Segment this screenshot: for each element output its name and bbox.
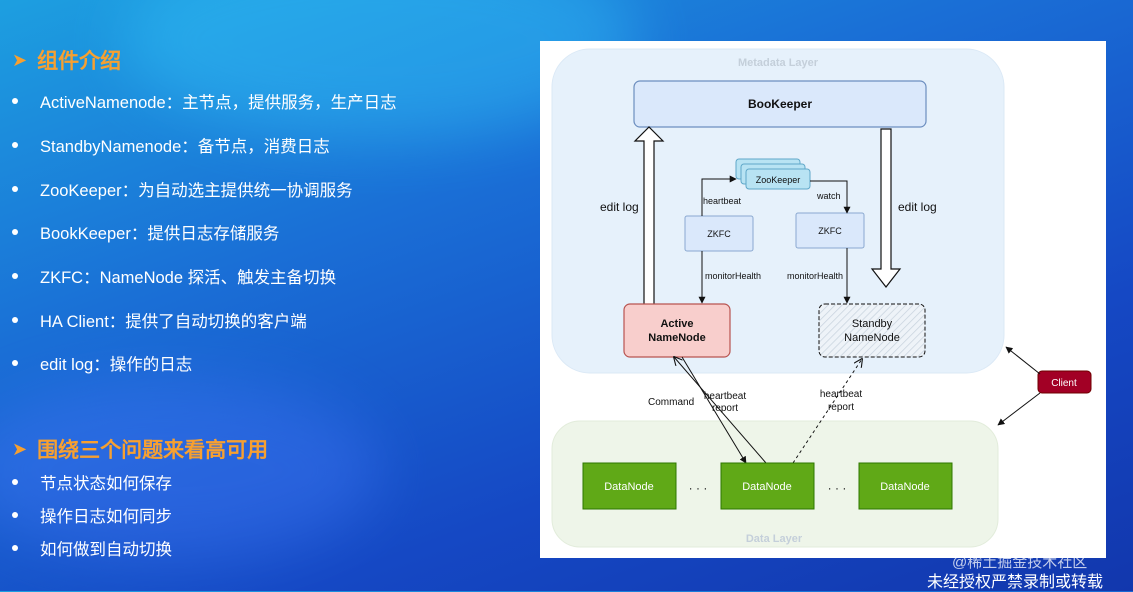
bullet-item: BookKeeper：提供日志存储服务 (12, 220, 279, 244)
command-arrow (681, 356, 747, 464)
data-layer-label: Data Layer (746, 533, 803, 545)
heartbeat-report-label-1: heartbeat (704, 391, 746, 402)
zkfc-right-box (795, 212, 865, 249)
bullet-item: StandbyNamenode：备节点，消费日志 (12, 133, 330, 157)
datanode-label-2: DataNode (742, 481, 792, 493)
heartbeat-report-arrow-active (674, 357, 767, 464)
bullet-item: 节点状态如何保存 (12, 470, 172, 494)
datanode-box-2 (720, 462, 815, 510)
bullet-item: 操作日志如何同步 (12, 503, 172, 527)
heartbeat-label: heartbeat (703, 196, 742, 206)
datanode-label-1: DataNode (604, 481, 654, 493)
standby-namenode-box (818, 303, 926, 358)
standby-namenode-label-2: NameNode (844, 332, 900, 344)
bookkeeper-label: BooKeeper (748, 97, 812, 111)
zkfc-left-label: ZKFC (707, 229, 731, 239)
monitor-health-label-right: monitorHealth (787, 271, 843, 281)
zookeeper-label: ZooKeeper (756, 175, 801, 185)
datanode-box-1 (582, 462, 677, 510)
client-arrow-down (997, 392, 1041, 426)
datanode-label-3: DataNode (880, 481, 930, 493)
edit-log-arrow-down (870, 128, 902, 288)
heartbeat-report-label-3: heartbeat (820, 389, 862, 400)
ellipsis-1: · · · (689, 481, 708, 495)
heartbeat-report-arrow-standby (792, 359, 862, 464)
heartbeat-arrow (701, 175, 737, 216)
command-label: Command (648, 397, 694, 408)
metadata-layer-label: Metadata Layer (738, 57, 819, 69)
left-panel: ➤ 组件介绍 ActiveNamenode：主节点，提供服务，生产日志 Stan… (0, 0, 540, 591)
heartbeat-report-label-2: report (712, 403, 738, 414)
copyright-notice: 未经授权严禁录制或转载 (926, 574, 1103, 591)
client-box (1037, 370, 1092, 394)
ha-architecture-diagram: Metadata Layer Data Layer BooKeeper edit… (540, 41, 1106, 558)
monitor-health-label-left: monitorHealth (705, 271, 761, 281)
bullet-item: ZKFC：NameNode 探活、触发主备切换 (12, 264, 336, 288)
edit-log-arrow-up (633, 126, 665, 308)
section-title-components: ➤ 组件介绍 (12, 49, 122, 74)
ellipsis-2: · · · (828, 481, 847, 495)
zkfc-left-box (684, 215, 754, 252)
section-title-ha-questions: ➤ 围绕三个问题来看高可用 (12, 438, 269, 463)
watch-arrow (810, 180, 851, 214)
bullet-item: 如何做到自动切换 (12, 536, 172, 560)
watch-label: watch (816, 191, 841, 201)
edit-log-label-right: edit log (898, 200, 937, 214)
active-namenode-box (623, 303, 731, 358)
bullet-item: ZooKeeper：为自动选主提供统一协调服务 (12, 177, 353, 201)
zookeeper-box (745, 168, 811, 190)
arrow-icon: ➤ (12, 438, 28, 459)
zkfc-right-label: ZKFC (818, 226, 842, 236)
bullet-item: edit log：操作的日志 (12, 351, 192, 375)
client-arrow-up (1005, 346, 1041, 375)
client-label: Client (1051, 378, 1077, 389)
arrow-icon: ➤ (12, 49, 28, 70)
bullet-item: HA Client：提供了自动切换的客户端 (12, 308, 307, 332)
heartbeat-report-label-4: report (828, 402, 854, 413)
standby-namenode-label-1: Standby (852, 318, 893, 330)
datanode-box-3 (858, 462, 953, 510)
bullet-item: ActiveNamenode：主节点，提供服务，生产日志 (12, 89, 397, 113)
edit-log-label-left: edit log (600, 200, 639, 214)
watermark-text: @稀土掘金技术社区 (952, 554, 1088, 571)
bookkeeper-box (633, 80, 927, 128)
active-namenode-label-1: Active (660, 318, 693, 330)
active-namenode-label-2: NameNode (648, 332, 705, 344)
